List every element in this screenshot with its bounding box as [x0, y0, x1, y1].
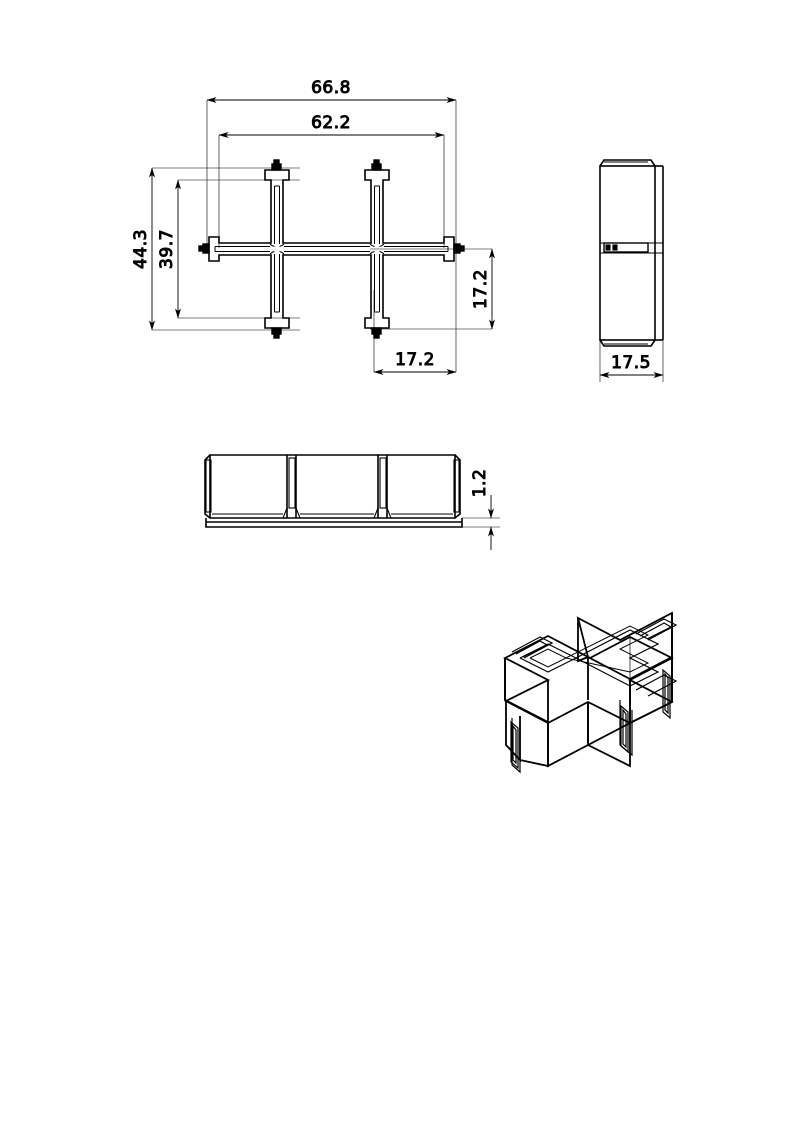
dimension-label-side-depth: 17.5	[611, 353, 651, 373]
dimension-label-base-thickness: 1.2	[470, 469, 490, 498]
dimension-label-arm-pitch-vertical: 17.2	[471, 269, 491, 309]
dimension-label-inner-width: 62.2	[311, 113, 351, 133]
top-view-geometry	[208, 169, 455, 329]
front-view-detail-lines	[205, 457, 460, 519]
isometric-view-detail	[510, 618, 678, 770]
top-view-arm-tips	[198, 159, 465, 339]
isometric-view-geometry	[503, 611, 674, 774]
top-view-extension-lines	[152, 100, 492, 372]
top-view-inner-ribs	[214, 185, 449, 313]
dimension-label-inner-height: 39.7	[157, 229, 177, 269]
dimension-label-arm-pitch-horizontal: 17.2	[395, 350, 435, 370]
dimension-label-overall-width: 66.8	[311, 78, 351, 98]
side-view-detail-lines	[600, 161, 663, 345]
front-view-geometry	[204, 454, 463, 528]
dimension-label-overall-height: 44.3	[131, 229, 151, 269]
front-view-extension-lines	[462, 517, 500, 528]
